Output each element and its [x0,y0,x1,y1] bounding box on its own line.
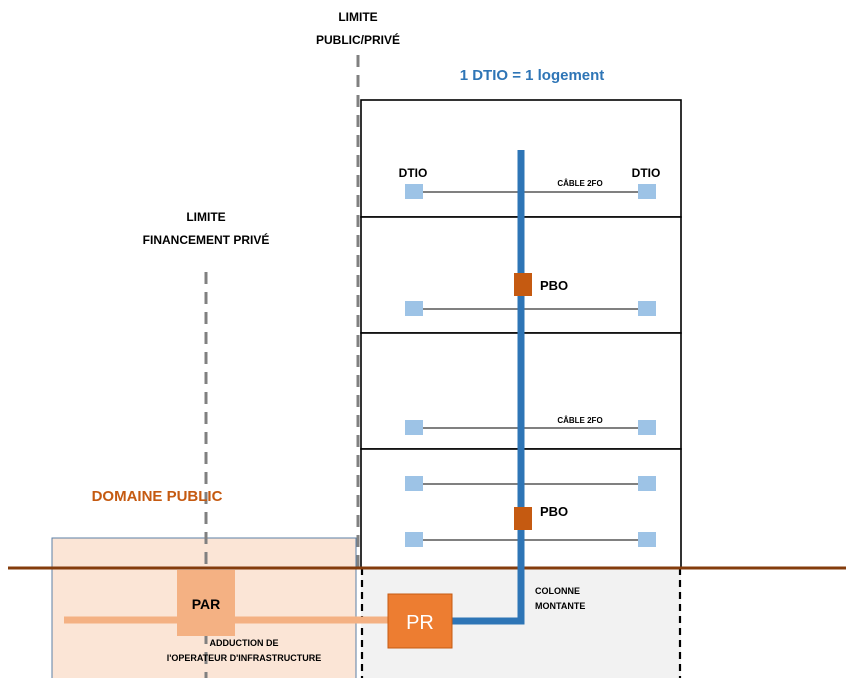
domaine-public-label: DOMAINE PUBLIC [92,488,223,505]
dtio-label-right: DTIO [632,166,661,180]
cable-label-top: CÂBLE 2FO [557,179,602,188]
limite-public-prive-label-2: PUBLIC/PRIVÉ [316,32,400,47]
dtio-outlet [638,301,656,316]
pbo-box-upper [514,273,532,296]
pr-label: PR [406,612,434,634]
pbo-box-lower [514,507,532,530]
limite-financement-label-2: FINANCEMENT PRIVÉ [143,232,270,247]
pbo-label-upper: PBO [540,278,568,293]
dtio-outlet [638,420,656,435]
dtio-outlet [405,532,423,547]
dtio-outlet [405,476,423,491]
dtio-outlet [405,420,423,435]
par-box [177,570,235,636]
dtio-label-left: DTIO [399,166,428,180]
limite-financement-label-1: LIMITE [186,210,225,224]
riser-column [452,150,525,625]
adduction-label-2: l'OPERATEUR D'INFRASTRUCTURE [167,653,322,663]
dtio-outlet [405,184,423,199]
limite-public-prive-label-1: LIMITE [338,10,377,24]
dtio-outlet [638,476,656,491]
pr-box [387,593,453,649]
dtio-outlet [405,301,423,316]
dtio-outlet [638,184,656,199]
cable-label-mid: CÂBLE 2FO [557,416,602,425]
dtio-rule-title: 1 DTIO = 1 logement [460,67,605,84]
pbo-label-lower: PBO [540,504,568,519]
colonne-label-1: COLONNE [535,586,580,596]
dtio-outlet [638,532,656,547]
par-label: PAR [192,596,221,612]
adduction-label-1: ADDUCTION DE [210,638,279,648]
colonne-label-2: MONTANTE [535,601,585,611]
